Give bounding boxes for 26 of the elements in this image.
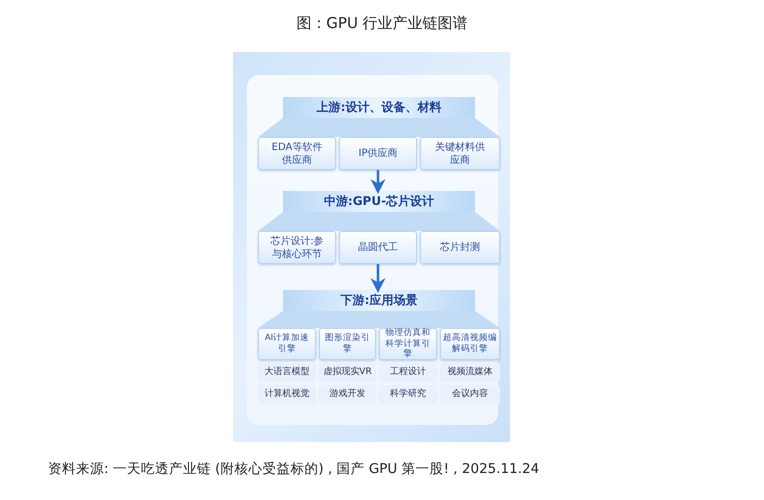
category-box: 物理仿真和科学计算引擎 [379, 328, 437, 360]
application-cell: 视频流媒体 [440, 363, 500, 382]
tier-header: 下游:应用场景 [283, 290, 475, 311]
flow-arrow [370, 170, 386, 194]
category-box: 图形渲染引擎 [319, 328, 376, 360]
application-cell: 工程设计 [379, 363, 437, 382]
category-box: 超高清视频编解码引擎 [440, 328, 500, 360]
category-box: EDA等软件供应商 [258, 137, 336, 170]
application-cell: 虚拟现实VR [319, 363, 376, 382]
application-cell: 大语言模型 [258, 363, 316, 382]
category-box: 芯片设计:参与核心环节 [258, 231, 336, 264]
tier-header: 上游:设计、设备、材料 [283, 97, 475, 118]
application-cell: 科学研究 [379, 385, 437, 404]
application-cell: 游戏开发 [319, 385, 376, 404]
flow-arrow [370, 264, 386, 293]
application-cell: 计算机视觉 [258, 385, 316, 404]
diagram-title: 图：GPU 行业产业链图谱 [295, 14, 469, 33]
tier-header: 中游:GPU-芯片设计 [283, 191, 475, 212]
category-box: AI计算加速引擎 [258, 328, 316, 360]
category-box: 芯片封测 [420, 231, 500, 264]
source-caption: 资料来源: 一天吃透产业链 (附核心受益标的) , 国产 GPU 第一股! , 2025.11.24 [48, 460, 540, 478]
application-cell: 会议内容 [440, 385, 500, 404]
panel-background [233, 52, 510, 442]
category-box: 关键材料供应商 [420, 137, 500, 170]
category-box: IP供应商 [339, 137, 417, 170]
category-box: 晶圆代工 [339, 231, 417, 264]
